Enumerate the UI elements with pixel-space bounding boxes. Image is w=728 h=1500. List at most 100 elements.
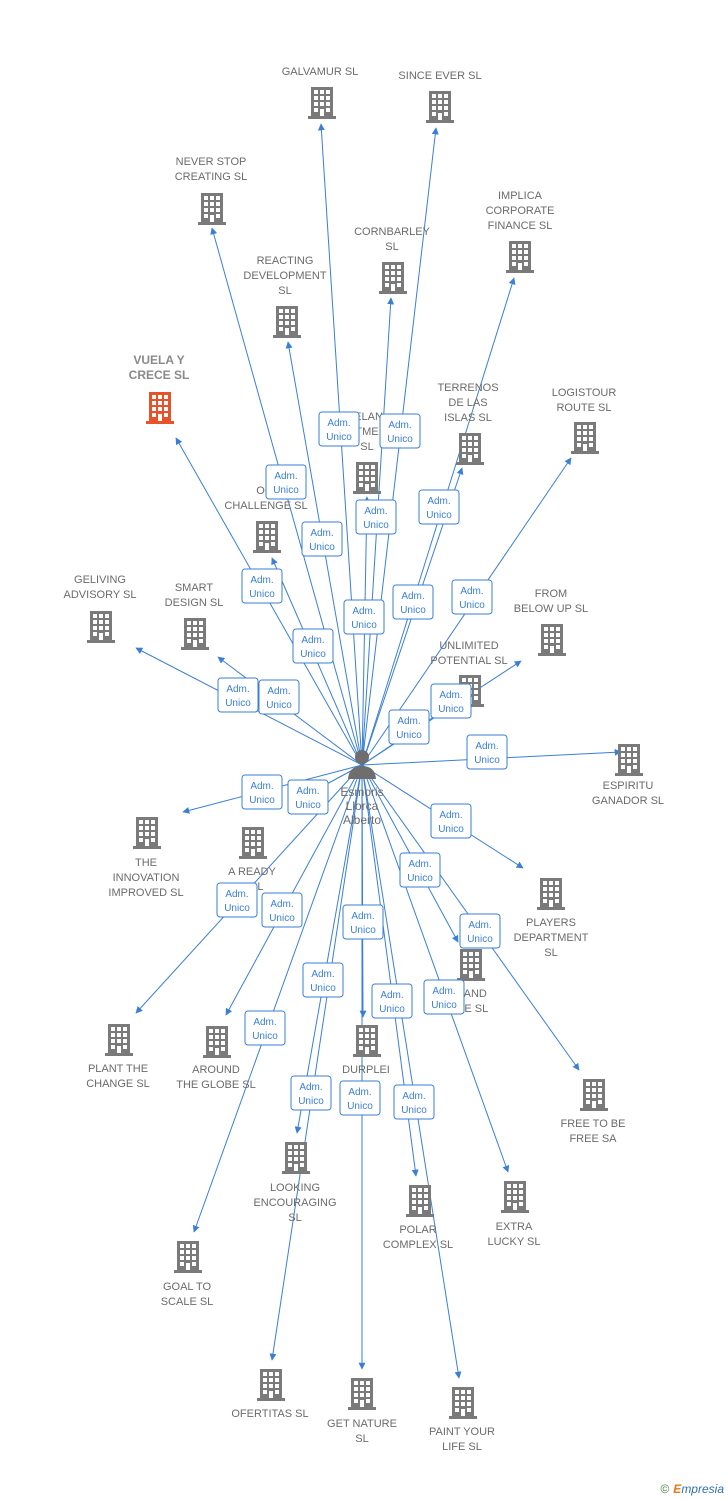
company-label-line: BELOW UP SL: [514, 603, 588, 615]
role-badge-box: [430, 683, 472, 719]
role-badge-box: [216, 882, 258, 918]
role-badge-line2: Unico: [225, 698, 251, 709]
role-badge-get-nature[interactable]: Adm.Unico: [339, 1080, 381, 1116]
role-badge-from-below[interactable]: Adm.Unico: [430, 683, 472, 719]
role-badge-terrenos[interactable]: Adm.Unico: [392, 584, 434, 620]
role-badge-box: [301, 521, 343, 557]
role-badge-line1: Adm.: [388, 420, 411, 431]
role-badge-a-ready[interactable]: Adm.Unico: [287, 779, 329, 815]
role-badge-around[interactable]: Adm.Unico: [261, 892, 303, 928]
role-badge-durplei[interactable]: Adm.Unico: [342, 904, 384, 940]
role-badge-box: [302, 962, 344, 998]
company-label-line: FINANCE SL: [488, 220, 553, 232]
role-badge-box: [342, 904, 384, 940]
role-badge-line2: Unico: [295, 800, 321, 811]
company-node-from-below[interactable]: FROM BELOW UP SL: [514, 588, 588, 656]
building-icon: [105, 1024, 133, 1056]
role-badge-line1: Adm.: [250, 575, 273, 586]
role-badge-never-stop[interactable]: Adm.Unico: [265, 464, 307, 500]
role-badge-free[interactable]: Adm.Unico: [459, 913, 501, 949]
role-badge-unlimited[interactable]: Adm.Unico: [388, 709, 430, 745]
role-badge-challenge[interactable]: Adm.Unico: [292, 628, 334, 664]
role-badge-goal[interactable]: Adm. Unico: [244, 1010, 286, 1046]
building-icon: [308, 87, 336, 119]
building-icon: [501, 1181, 529, 1213]
role-badge-vuela[interactable]: Adm.Unico: [241, 568, 283, 604]
role-badge-expand[interactable]: Adm.Unico: [399, 852, 441, 888]
role-badge-hidden-mid[interactable]: Adm.Unico: [343, 599, 385, 635]
role-badge-polar[interactable]: Adm.Unico: [371, 983, 413, 1019]
company-label-line: LOGISTOUR: [552, 387, 617, 399]
company-label-line: LIFE SL: [442, 1441, 482, 1453]
role-badge-paint[interactable]: Adm.Unico: [393, 1084, 435, 1120]
company-label-line: A READY: [228, 866, 276, 878]
role-badge-line2: Unico: [363, 520, 389, 531]
company-node-since-ever[interactable]: SINCE EVER SL: [398, 70, 482, 123]
company-label-line: AROUND: [192, 1064, 240, 1076]
role-badge-galvamur[interactable]: Adm.Unico: [318, 411, 360, 447]
role-badge-cornbarley[interactable]: Adm.Unico: [355, 499, 397, 535]
role-badge-logistour[interactable]: Adm.Unico: [451, 579, 493, 615]
role-badge-line1: Adm.: [250, 781, 273, 792]
company-label-line: FROM: [535, 588, 567, 600]
role-badge-box: [393, 1084, 435, 1120]
role-badge-line1: Adm.: [299, 1082, 322, 1093]
role-badge-since-ever[interactable]: Adm.Unico: [379, 413, 421, 449]
role-badge-line2: Unico: [252, 1031, 278, 1042]
role-badge-line1: Adm.: [439, 690, 462, 701]
role-badge-smart[interactable]: Adm.Unico: [258, 679, 300, 715]
company-label-line: THE GLOBE SL: [176, 1079, 255, 1091]
role-badge-reacting[interactable]: Adm.Unico: [301, 521, 343, 557]
company-label-line: SL: [278, 285, 291, 297]
company-node-galvamur[interactable]: GALVAMUR SL: [282, 66, 359, 119]
role-badge-line2: Unico: [459, 600, 485, 611]
company-node-around[interactable]: AROUND THE GLOBE SL: [176, 1026, 256, 1091]
role-badge-looking[interactable]: Adm.Unico: [302, 962, 344, 998]
role-badge-implica[interactable]: Adm.Unico: [418, 489, 460, 525]
role-badge-extra[interactable]: Adm.Unico: [423, 979, 465, 1015]
company-node-ofertitas[interactable]: OFERTITAS SL: [231, 1369, 309, 1420]
role-badge-innovation[interactable]: Adm.Unico: [241, 774, 283, 810]
role-badge-players[interactable]: Adm.Unico: [430, 803, 472, 839]
role-badge-espiritu[interactable]: Adm.Unico: [466, 734, 508, 770]
company-label-line: GANADOR SL: [592, 795, 664, 807]
company-label-line: REACTING: [257, 255, 314, 267]
edge-ofertitas: [269, 764, 363, 1361]
role-badge-box: [287, 779, 329, 815]
role-badge-plant[interactable]: Adm.Unico: [216, 882, 258, 918]
role-badge-line1: Adm.: [253, 1017, 276, 1028]
role-badge-line1: Adm.: [267, 686, 290, 697]
building-icon: [203, 1026, 231, 1058]
role-badge-geliving[interactable]: Adm.Unico: [217, 677, 259, 713]
role-badge-line2: Unico: [431, 1000, 457, 1011]
role-badge-ofertitas[interactable]: Adm.Unico: [290, 1075, 332, 1111]
role-badge-line2: Unico: [400, 605, 426, 616]
role-badge-box: [318, 411, 360, 447]
role-badge-line1: Adm.: [352, 606, 375, 617]
building-icon: [348, 1378, 376, 1410]
role-badge-box: [466, 734, 508, 770]
